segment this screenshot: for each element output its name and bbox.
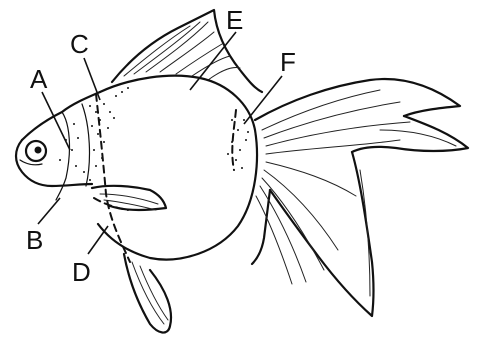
fish-body: [16, 76, 257, 260]
label-f: F: [280, 47, 296, 77]
label-a: A: [30, 64, 48, 94]
label-d: D: [72, 257, 91, 287]
tail-fin: [252, 79, 468, 316]
ventral-fin: [124, 254, 171, 333]
pectoral-fin: [92, 186, 166, 210]
leader-lines: [38, 32, 282, 254]
label-c: C: [70, 29, 89, 59]
label-b: B: [26, 225, 43, 255]
region-dividers: [94, 94, 236, 262]
label-e: E: [226, 5, 243, 35]
part-labels: A B C D E F: [26, 5, 296, 287]
body-stippling: [59, 87, 249, 181]
eye: [26, 141, 46, 161]
